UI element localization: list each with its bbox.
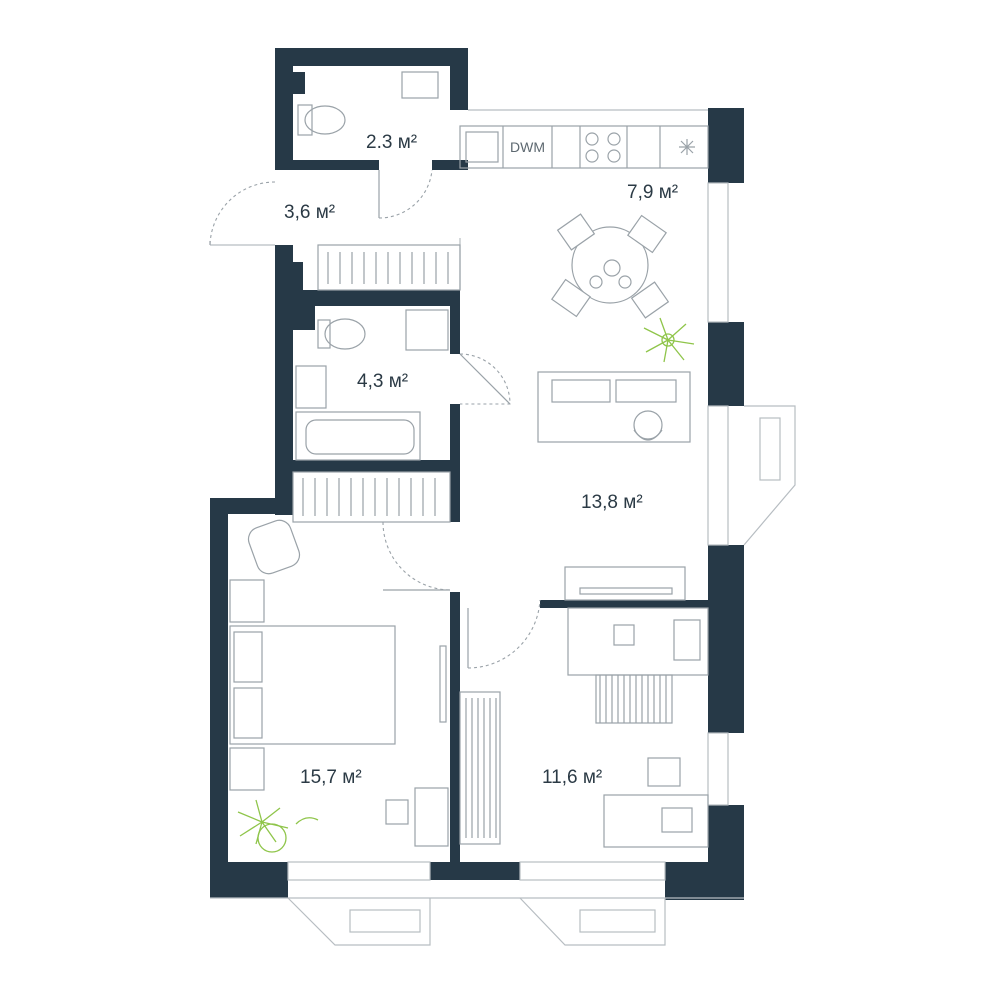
room-area-bathroom: 4,3 м² [357, 371, 408, 392]
room-area-living: 13,8 м² [581, 492, 643, 513]
living-furniture [537, 371, 691, 601]
room-area-bedroom: 15,7 м² [300, 767, 362, 788]
plant-icon [643, 317, 695, 363]
plant-icon [237, 799, 319, 853]
study-furniture [567, 607, 709, 848]
room-area-kitchen: 7,9 м² [627, 182, 678, 203]
wc-fixtures [297, 71, 439, 136]
plants [237, 317, 695, 853]
room-area-wc: 2.3 м² [366, 132, 417, 153]
bedroom-furniture [229, 519, 449, 847]
dining-set [550, 213, 670, 319]
doors [209, 169, 541, 669]
bathroom-fixtures [295, 309, 449, 461]
walls [210, 48, 744, 900]
dishwasher-label: DWM [510, 139, 545, 155]
kitchen-set [459, 125, 709, 169]
room-area-hall: 3,6 м² [284, 202, 335, 223]
outlines [210, 109, 796, 946]
room-area-study: 11,6 м² [542, 767, 602, 788]
wardrobes [292, 244, 501, 845]
